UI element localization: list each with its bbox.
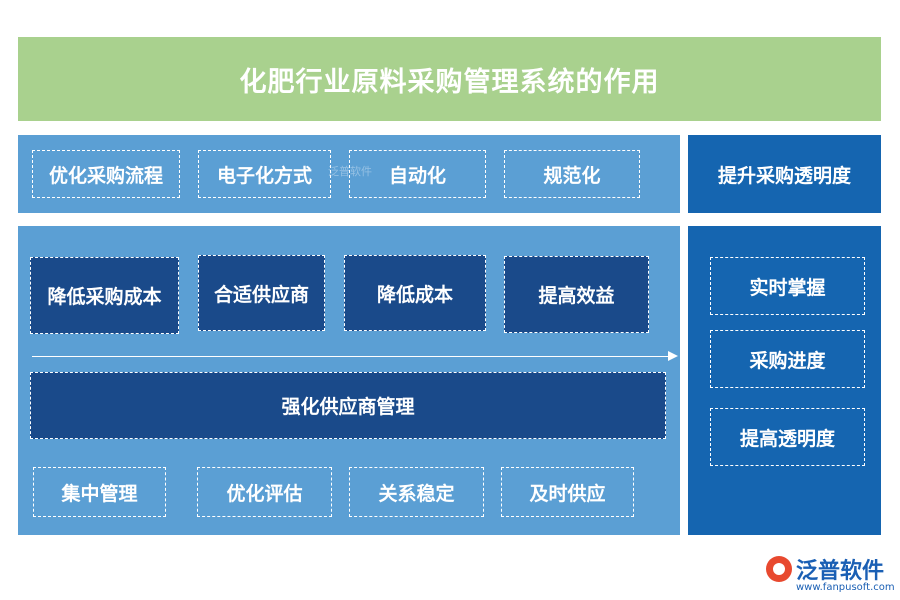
mid-box-reduce-cost: 降低成本 bbox=[344, 255, 486, 331]
right-box-realtime-grasp: 实时掌握 bbox=[710, 257, 865, 315]
right-column-panel bbox=[688, 226, 881, 535]
bottom-box-stable-relations: 关系稳定 bbox=[349, 467, 484, 517]
top-box-optimize-process: 优化采购流程 bbox=[32, 150, 180, 198]
bottom-box-timely-supply: 及时供应 bbox=[501, 467, 634, 517]
brand-logo-url: www.fanpusoft.com bbox=[796, 582, 895, 593]
top-box-automation: 自动化 bbox=[349, 150, 486, 198]
watermark-text: 泛普软件 bbox=[328, 165, 372, 178]
top-box-standardization: 规范化 bbox=[504, 150, 640, 198]
right-box-improve-transparency: 提高透明度 bbox=[710, 408, 865, 466]
right-box-purchase-progress: 采购进度 bbox=[710, 330, 865, 388]
page-title: 化肥行业原料采购管理系统的作用 bbox=[18, 37, 881, 121]
mid-box-improve-benefit: 提高效益 bbox=[504, 256, 649, 333]
mid-box-reduce-purchase-cost: 降低采购成本 bbox=[30, 257, 179, 334]
brand-logo-icon bbox=[766, 556, 792, 582]
brand-logo-name: 泛普软件 bbox=[796, 559, 885, 584]
wide-box-strengthen-supplier-mgmt: 强化供应商管理 bbox=[30, 372, 666, 439]
top-box-electronic: 电子化方式 bbox=[198, 150, 331, 198]
flow-arrow-head bbox=[668, 351, 678, 361]
bottom-box-centralized-mgmt: 集中管理 bbox=[33, 467, 166, 517]
top-right-panel: 提升采购透明度 bbox=[688, 135, 881, 213]
bottom-box-optimize-evaluation: 优化评估 bbox=[197, 467, 332, 517]
mid-box-suitable-supplier: 合适供应商 bbox=[198, 255, 325, 331]
flow-arrow-line bbox=[32, 356, 672, 357]
brand-logo: 泛普软件 bbox=[766, 553, 884, 585]
